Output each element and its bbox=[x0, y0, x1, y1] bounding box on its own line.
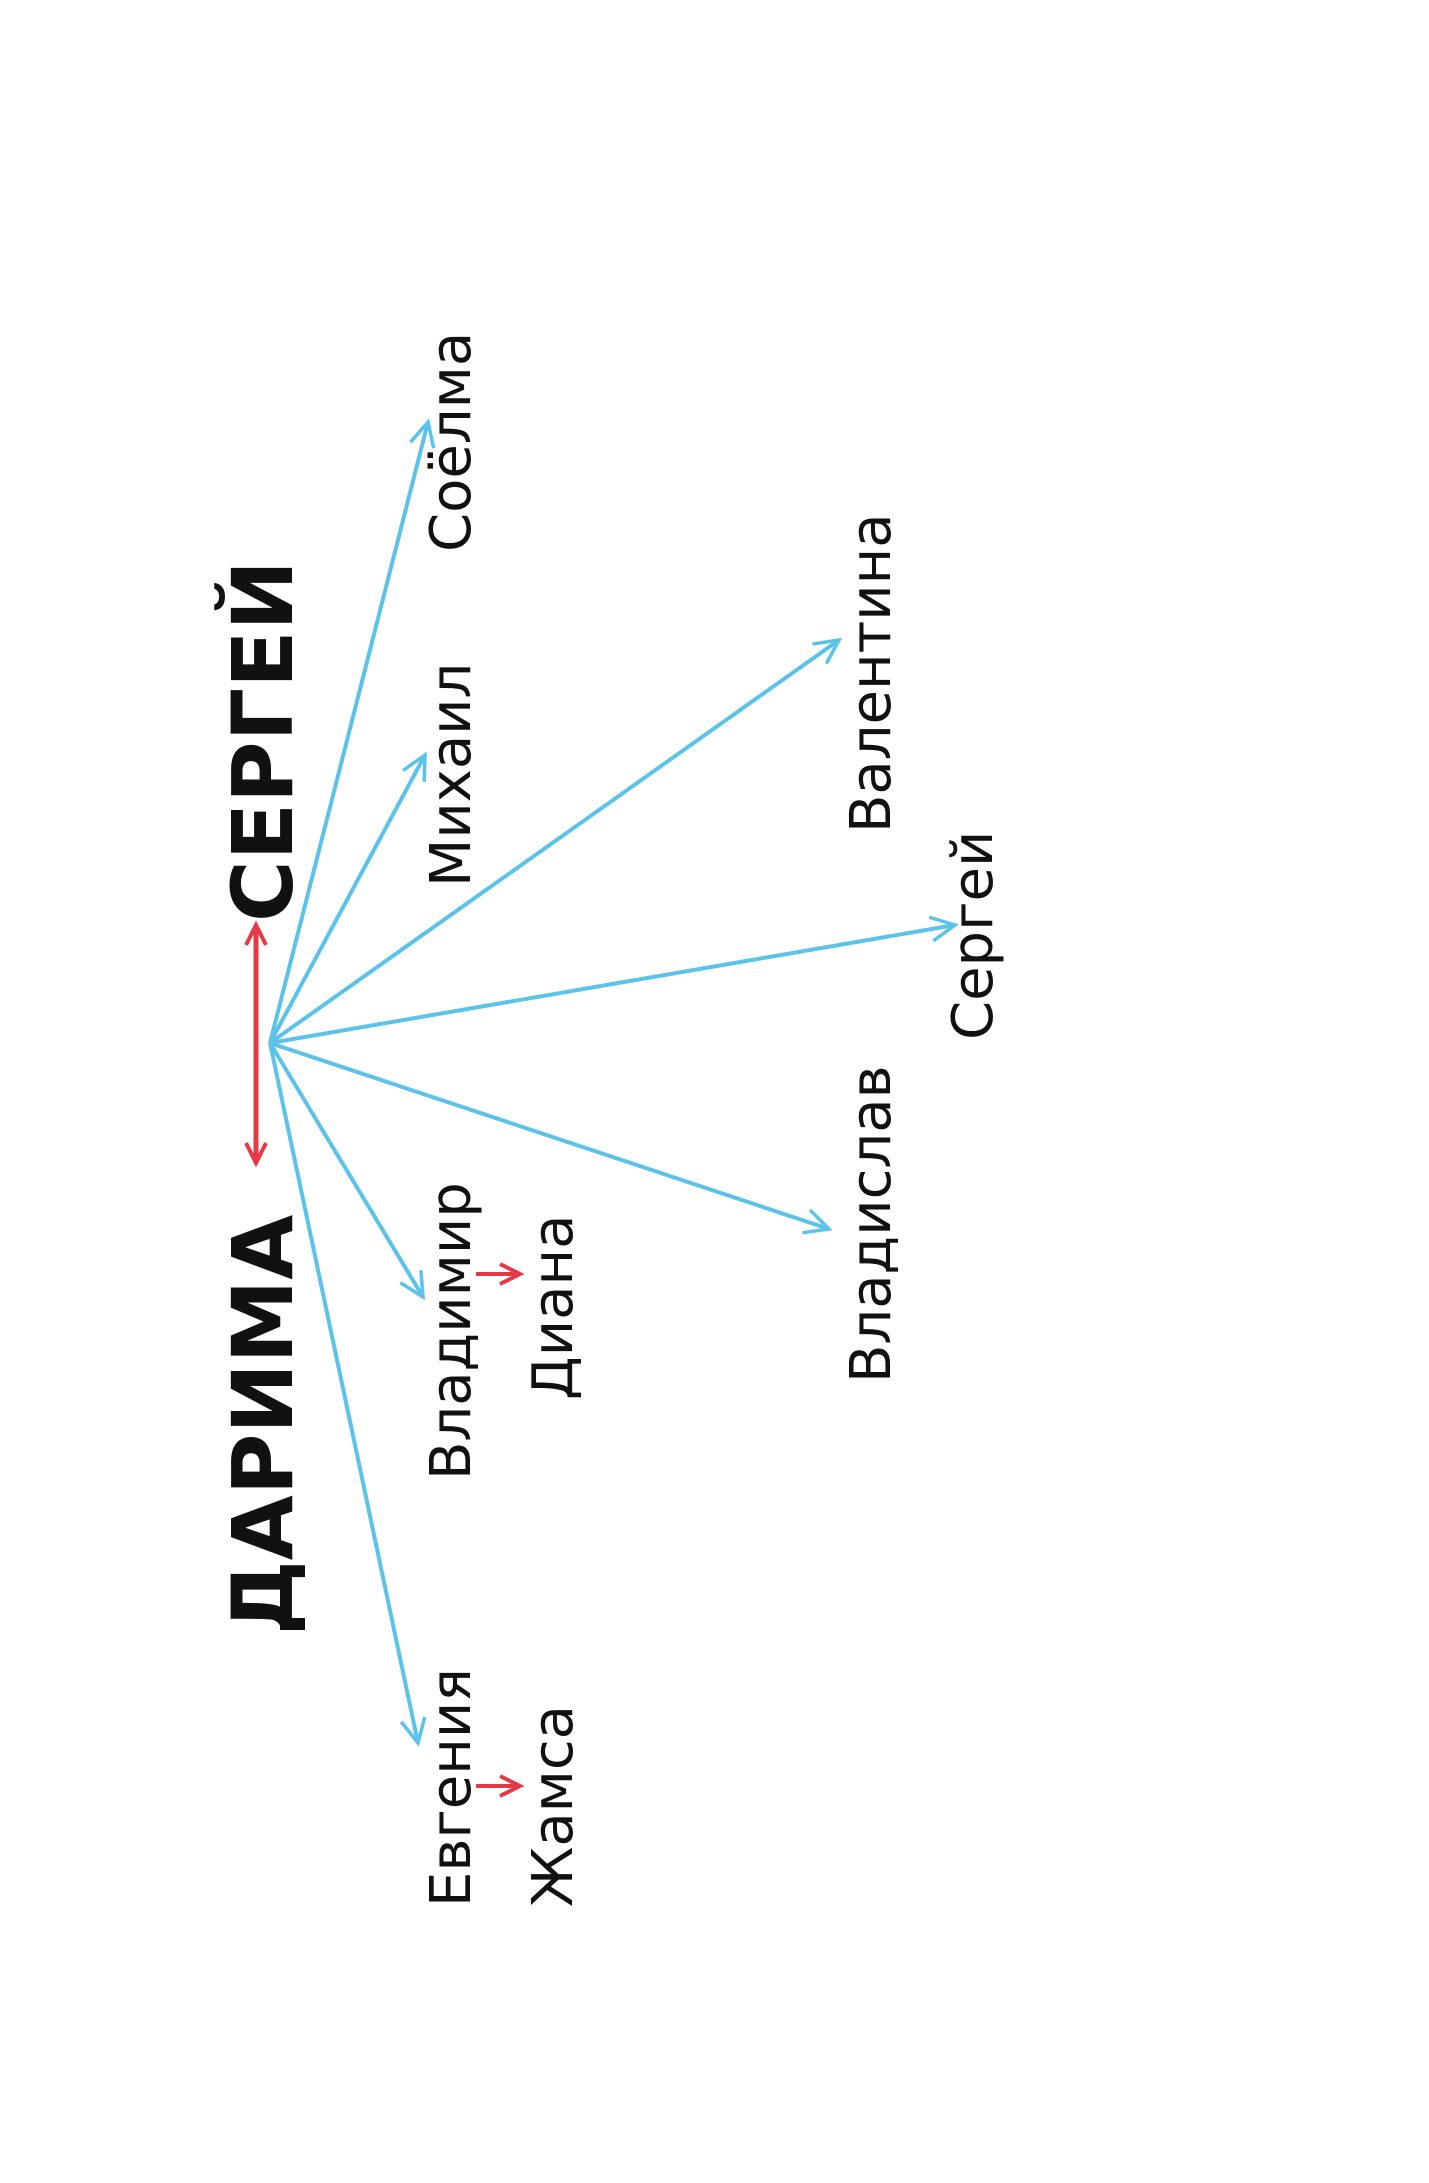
arrow-to-child-1 bbox=[268, 418, 436, 1044]
child-name-7: Евгения bbox=[419, 1668, 484, 1907]
arrow-to-child-6 bbox=[268, 1041, 426, 1301]
arrow-to-child-3 bbox=[268, 637, 843, 1045]
arrow-to-child-7 bbox=[268, 1042, 427, 1747]
child-name-6: Владимир bbox=[419, 1182, 484, 1480]
child-name-3: Валентина bbox=[839, 513, 904, 833]
child-name-4: Сергей bbox=[941, 831, 1006, 1040]
arrow-to-child-2 bbox=[268, 751, 427, 1044]
child-name-2: Михаил bbox=[419, 663, 484, 887]
child-7-spouse-name: Жамса bbox=[521, 1705, 586, 1907]
child-6-spouse-name: Диана bbox=[521, 1215, 586, 1400]
arrow-to-child-4 bbox=[269, 915, 959, 1045]
arrow-to-child-5 bbox=[269, 1041, 833, 1235]
child-name-5: Владислав bbox=[839, 1065, 904, 1383]
mother-name: ДАРИМА bbox=[214, 1215, 312, 1635]
father-name: СЕРГЕЙ bbox=[214, 560, 312, 922]
child-name-1: Соёлма bbox=[419, 332, 484, 552]
child-arrows bbox=[268, 418, 959, 1747]
